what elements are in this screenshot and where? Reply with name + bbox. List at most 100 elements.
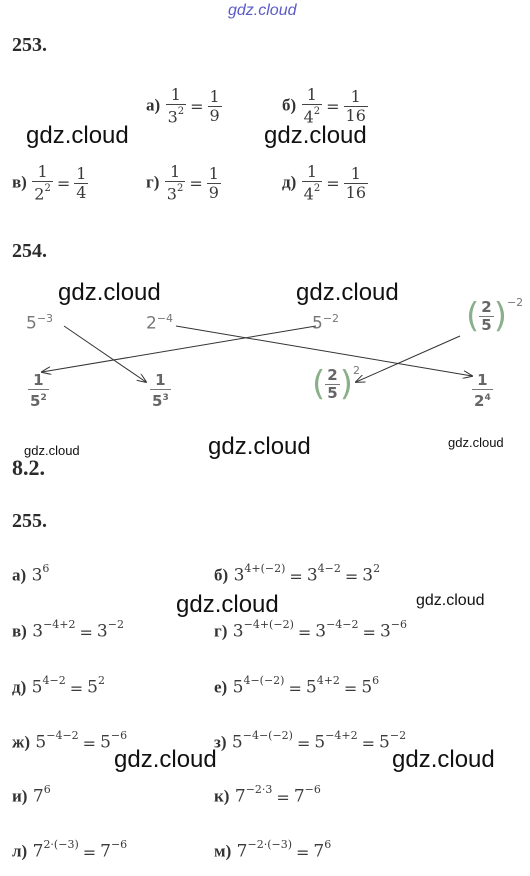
right-paren: ) [493, 296, 507, 336]
exponent: −2 [322, 312, 340, 325]
exercise-253-number: 253. [12, 34, 47, 56]
ex253-v-label: в) [12, 172, 27, 192]
ex255-item: д) 54−2=52 [12, 674, 105, 698]
ex255-item-label: г) [214, 621, 228, 641]
watermark: gdz.cloud [448, 435, 504, 450]
ex253-b-label: б) [282, 95, 297, 115]
watermark-top: gdz.cloud [228, 2, 297, 19]
power-base: 5 [379, 732, 390, 753]
power-exponent: 6 [43, 783, 51, 796]
watermark: gdz.cloud [26, 122, 129, 149]
base: 3 [167, 107, 178, 127]
exercise-254-number: 254. [12, 240, 47, 262]
power-base: 3 [315, 621, 327, 642]
watermark: gdz.cloud [392, 746, 495, 773]
watermark: gdz.cloud [416, 592, 485, 609]
power-exponent: −2·3 [245, 783, 273, 796]
power-exponent: 4−2 [317, 562, 341, 575]
power-exponent: −4+2 [43, 618, 76, 631]
numerator: 2 [325, 365, 340, 385]
numerator: 1 [165, 86, 187, 105]
power-exponent: 4+2 [316, 674, 340, 687]
ex255-item-label: и) [12, 786, 28, 806]
power-exponent: −4+2 [325, 729, 358, 742]
power-base: 5 [100, 732, 111, 753]
numerator: 1 [74, 163, 89, 184]
ex254-top-5-pow-neg3: 5−3 [26, 312, 53, 334]
watermark: gdz.cloud [176, 591, 279, 618]
base: 2 [146, 313, 157, 334]
denominator: 9 [209, 105, 220, 125]
numerator: 1 [32, 163, 53, 182]
exercise-255-number: 255. [12, 510, 47, 532]
denominator: 53 [150, 390, 171, 410]
watermark: gdz.cloud [24, 443, 80, 458]
ex255-item: а) 36 [12, 562, 49, 586]
numerator: 1 [472, 372, 493, 390]
power-exponent: −6 [110, 838, 128, 851]
ex253-a-label: а) [146, 95, 161, 115]
power-base: 7 [32, 841, 44, 862]
ex255-item-label: з) [214, 732, 227, 752]
base: 2 [34, 184, 45, 204]
power-base: 5 [231, 732, 243, 753]
numerator: 2 [479, 297, 494, 317]
denominator: 42 [302, 182, 323, 203]
equals: = [189, 173, 203, 193]
power-base: 3 [233, 565, 245, 586]
exponent: 2 [40, 393, 47, 403]
exponent: 2 [313, 183, 321, 194]
power-exponent: 4−(−2) [243, 674, 285, 687]
power-base: 5 [232, 677, 244, 698]
power-exponent: −2·(−3) [247, 838, 292, 851]
power-base: 7 [234, 786, 246, 807]
numerator: 1 [343, 87, 368, 107]
exponent: −2 [506, 296, 524, 309]
ex253-g-label: г) [146, 172, 160, 192]
denominator: 32 [165, 182, 186, 203]
power-base: 3 [362, 565, 374, 586]
base: 2 [474, 392, 485, 410]
numerator: 1 [301, 163, 323, 182]
power-base: 3 [306, 565, 318, 586]
watermark: gdz.cloud [208, 433, 311, 460]
power-exponent: 6 [324, 838, 332, 851]
watermark: gdz.cloud [296, 279, 399, 306]
power-base: 7 [313, 841, 325, 862]
numerator: 1 [343, 164, 368, 184]
power-base: 7 [100, 841, 111, 862]
ex254-top-2-pow-neg4: 2−4 [146, 312, 173, 334]
denominator: 5 [327, 383, 338, 402]
base: 5 [26, 313, 37, 334]
equals: = [56, 173, 71, 193]
numerator: 1 [207, 86, 222, 107]
denominator: 24 [472, 390, 493, 410]
section-number: 8.2. [12, 455, 45, 480]
ex253-d-label: д) [282, 172, 297, 192]
equals: = [326, 173, 340, 193]
exponent: −3 [36, 312, 54, 325]
equals: = [190, 96, 204, 116]
exponent: 2 [177, 106, 185, 117]
left-paren: ( [466, 296, 480, 336]
ex255-item-label: б) [214, 565, 229, 585]
denominator: 22 [32, 182, 53, 203]
power-base: 3 [232, 621, 244, 642]
watermark: gdz.cloud [58, 279, 161, 306]
equals: = [289, 566, 303, 586]
equals: = [296, 733, 311, 753]
numerator: 1 [164, 163, 186, 182]
